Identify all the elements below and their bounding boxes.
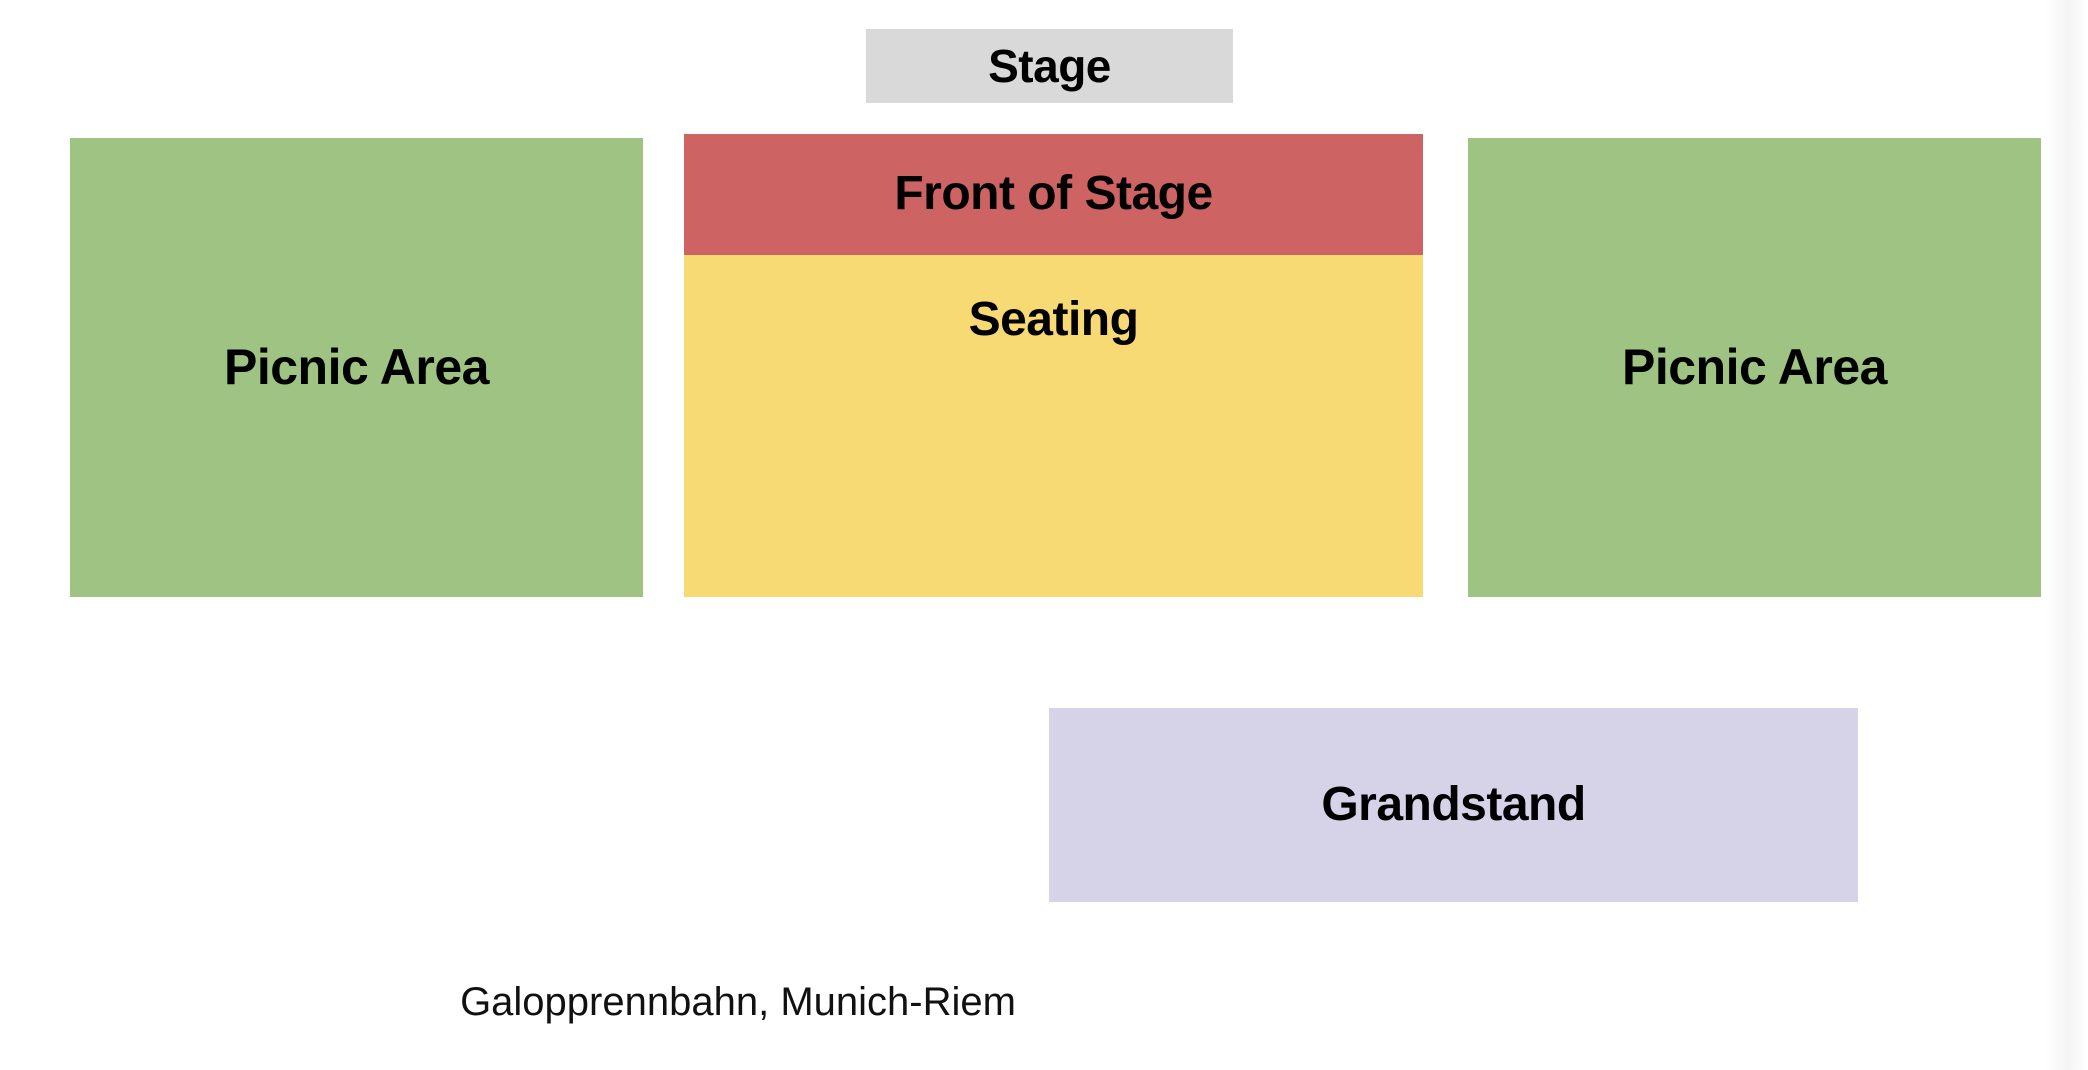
venue-caption: Galopprennbahn, Munich-Riem — [460, 980, 1016, 1024]
zone-front-of-stage[interactable]: Front of Stage — [684, 134, 1423, 255]
zone-picnic-area-left[interactable]: Picnic Area — [70, 138, 643, 597]
zone-picnic-area-right[interactable]: Picnic Area — [1468, 138, 2041, 597]
zone-stage[interactable]: Stage — [866, 29, 1233, 103]
zone-stage-label: Stage — [988, 39, 1111, 92]
zone-seating[interactable]: Seating — [684, 255, 1423, 597]
zone-seating-label: Seating — [968, 293, 1139, 346]
zone-picnic-area-left-label: Picnic Area — [223, 339, 490, 396]
zone-front-of-stage-label: Front of Stage — [894, 167, 1213, 221]
zone-grandstand[interactable]: Grandstand — [1049, 708, 1858, 902]
zone-picnic-area-right-label: Picnic Area — [1621, 339, 1888, 396]
zone-grandstand-label: Grandstand — [1321, 777, 1586, 831]
page-edge-shadow — [2044, 0, 2088, 1070]
